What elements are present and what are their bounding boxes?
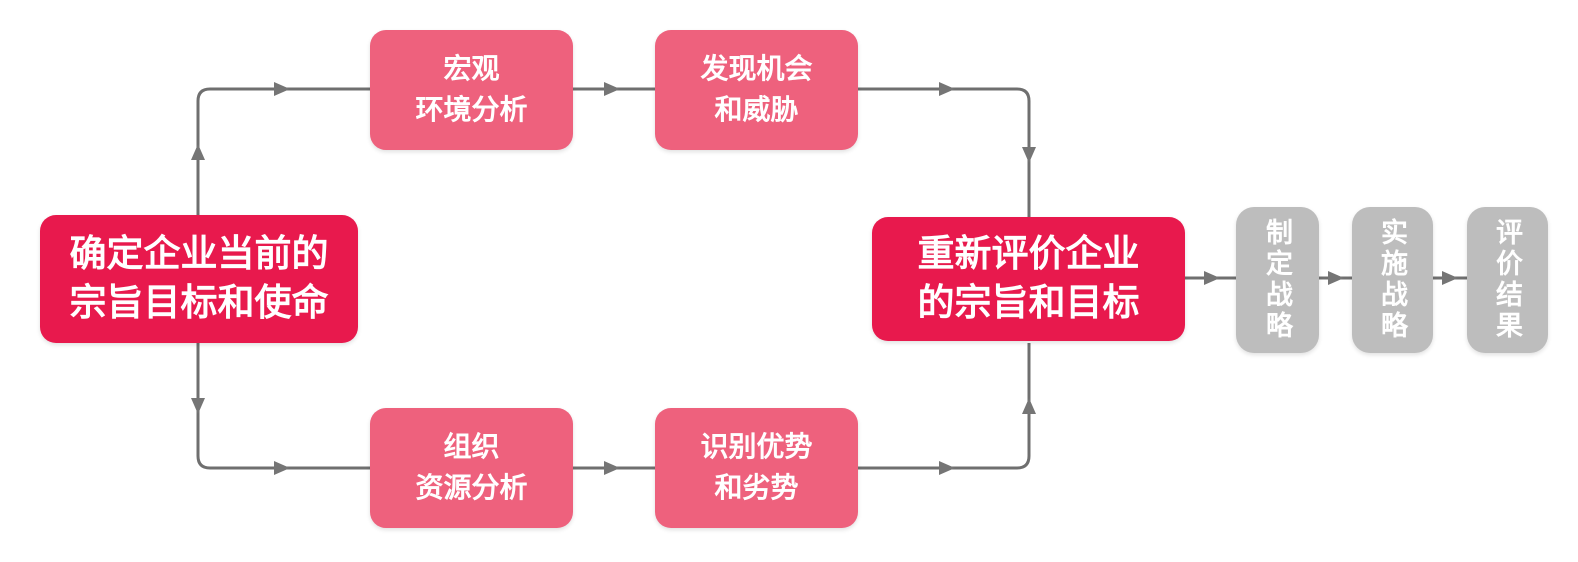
arrowhead-right-into-macro-env bbox=[274, 82, 290, 96]
arrowhead-down-into-reevaluate bbox=[1022, 147, 1036, 163]
node-opportunities-threats-label: 发现机会 和威胁 bbox=[700, 53, 813, 125]
node-current-mission-label: 确定企业当前的 宗旨目标和使命 bbox=[69, 233, 329, 323]
node-implement-strategy: 实施战略 bbox=[1352, 207, 1433, 353]
arrowhead-right-into-implement bbox=[1328, 271, 1344, 285]
node-formulate-strategy: 制定战略 bbox=[1236, 207, 1319, 353]
arrowhead-right-into-org-resources bbox=[274, 461, 290, 475]
arrowhead-right-macro-to-opportunities bbox=[604, 82, 620, 96]
node-macro-environment-analysis-label: 宏观 环境分析 bbox=[415, 53, 528, 125]
arrowhead-up-into-reevaluate bbox=[1022, 398, 1036, 414]
arrowhead-up-left-top bbox=[191, 144, 205, 160]
node-evaluate-results: 评价结果 bbox=[1467, 207, 1548, 353]
node-opportunities-threats: 发现机会 和威胁 bbox=[655, 30, 858, 150]
arrowhead-down-left-bottom bbox=[191, 398, 205, 414]
connector-mission-to-macro-env bbox=[196, 87, 370, 215]
node-org-resources-analysis: 组织 资源分析 bbox=[370, 408, 573, 528]
connector-strengths-to-reevaluate bbox=[858, 343, 1031, 470]
node-formulate-strategy-label: 制定战略 bbox=[1262, 218, 1292, 342]
node-org-resources-analysis-label: 组织 资源分析 bbox=[415, 431, 528, 503]
arrowhead-right-strengths-out bbox=[939, 461, 955, 475]
node-current-mission: 确定企业当前的 宗旨目标和使命 bbox=[40, 215, 358, 343]
node-strengths-weaknesses-label: 识别优势 和劣势 bbox=[700, 431, 813, 503]
arrowhead-right-opportunities-out bbox=[939, 82, 955, 96]
arrowhead-right-org-to-strengths bbox=[604, 461, 620, 475]
node-reevaluate-purpose-goals-label: 重新评价企业 的宗旨和目标 bbox=[917, 233, 1140, 323]
node-reevaluate-purpose-goals: 重新评价企业 的宗旨和目标 bbox=[872, 217, 1185, 341]
connector-mission-to-org-resources bbox=[196, 343, 370, 470]
node-evaluate-results-label: 评价结果 bbox=[1492, 218, 1522, 342]
connector-opportunities-to-reevaluate bbox=[858, 87, 1031, 217]
node-strengths-weaknesses: 识别优势 和劣势 bbox=[655, 408, 858, 528]
node-implement-strategy-label: 实施战略 bbox=[1377, 218, 1407, 342]
arrowhead-right-into-formulate bbox=[1204, 271, 1220, 285]
node-macro-environment-analysis: 宏观 环境分析 bbox=[370, 30, 573, 150]
arrowhead-right-into-evaluate bbox=[1442, 271, 1458, 285]
